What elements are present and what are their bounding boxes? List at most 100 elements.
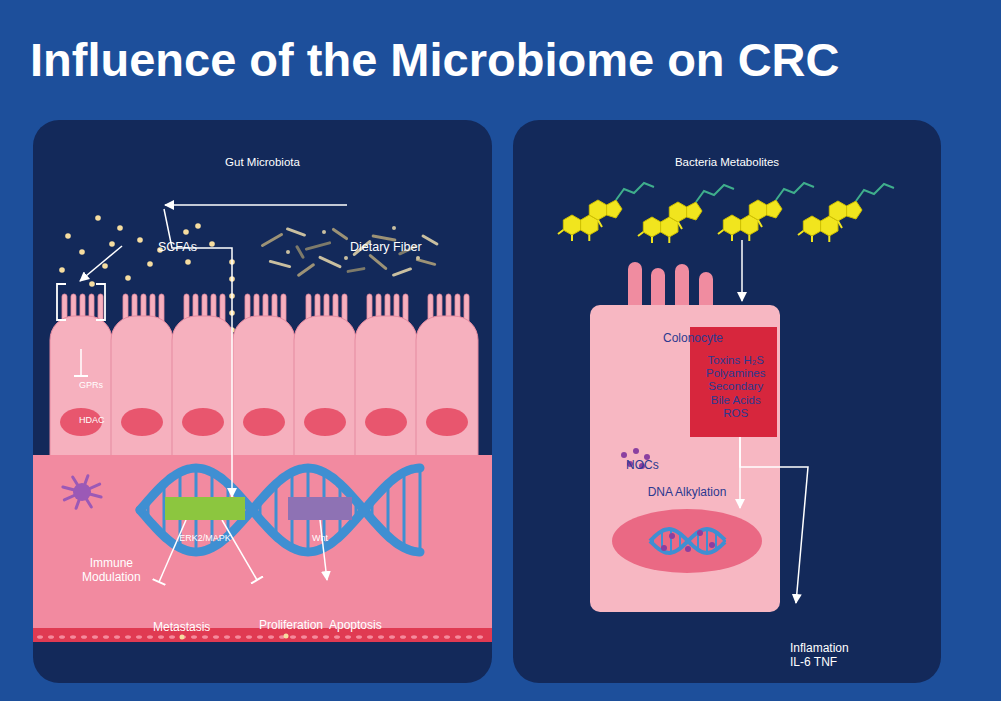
blood-cell	[48, 635, 54, 639]
blood-cell	[202, 635, 208, 639]
fiber-dot	[286, 250, 290, 254]
alkyl-dot	[709, 542, 715, 548]
blood-cell	[37, 635, 43, 639]
blood-cell	[444, 635, 450, 639]
colonocyte-illustration	[558, 183, 894, 612]
fiber-dot	[416, 256, 420, 260]
scfa-dot	[79, 249, 85, 255]
nucleus-region: DNA Alkylation	[612, 508, 762, 574]
blood-cell	[235, 635, 241, 639]
noc-dot	[621, 452, 627, 458]
node-text: Metastasis	[153, 621, 157, 635]
blood-cell	[290, 635, 296, 639]
fiber	[400, 246, 416, 254]
fiber	[333, 229, 346, 238]
blood-cell	[422, 635, 428, 639]
blood-cell	[334, 635, 340, 639]
fiber	[288, 229, 305, 235]
panel: SCFAsDietary FiberGPRsHDACERK2/MAPKWntMe…	[33, 120, 492, 683]
cell-nucleus	[60, 408, 102, 436]
arrow-connector	[740, 437, 808, 603]
fiber-dot	[322, 230, 326, 234]
blood-cell	[323, 635, 329, 639]
node-text: Toxins H₂S Polyamines Secondary Bile Aci…	[706, 354, 765, 420]
dna-strand	[140, 468, 420, 552]
inhibition-line	[222, 520, 257, 580]
fiber	[370, 256, 385, 269]
node-text: Dietary Fiber	[350, 240, 354, 254]
inhibition-line	[80, 349, 82, 376]
scfa-dot	[209, 241, 215, 247]
receptor-bracket	[57, 284, 105, 320]
inflammation-label: Inflamation IL-6 TNF	[790, 606, 794, 608]
node-text: HDAC	[79, 415, 83, 425]
alkyl-dot	[685, 546, 691, 552]
blood-cell	[367, 635, 373, 639]
blood-cell	[257, 635, 263, 639]
blood-cell	[400, 635, 406, 639]
node-text: Colonocyte	[606, 332, 780, 346]
immune-cell	[63, 476, 101, 508]
blood-cell	[224, 635, 230, 639]
scfa-dot	[59, 267, 65, 273]
cell-nucleus	[365, 408, 407, 436]
cell-nucleus	[304, 408, 346, 436]
scfa-dot	[185, 259, 191, 265]
node-text: ERK2/MAPK	[165, 533, 245, 543]
scfa-dot	[65, 233, 71, 239]
node-text: Apoptosis	[329, 619, 333, 633]
node-text: GPRs	[79, 380, 83, 390]
scfa-dot	[180, 635, 185, 640]
scfa-dot	[183, 229, 189, 235]
outcome-label: Proliferation	[259, 583, 263, 585]
blood-cell	[147, 635, 153, 639]
cell-nucleus	[121, 408, 163, 436]
inhibition-line	[159, 520, 186, 582]
dna-rung	[419, 468, 422, 552]
panel-ground	[513, 120, 941, 683]
node-text: Proliferation	[259, 619, 263, 633]
fiber-dot	[392, 226, 396, 230]
nucleus	[612, 509, 762, 573]
noc-dot	[627, 461, 633, 467]
bile-acid-molecule	[798, 184, 894, 242]
dna-rung	[670, 529, 672, 553]
metabolite-label: SCFAs	[158, 204, 162, 206]
blood-cell	[169, 635, 175, 639]
noc-dot	[639, 463, 645, 469]
blood-cell	[213, 635, 219, 639]
scfa-dot	[147, 261, 153, 267]
colonocyte-cell: Toxins H₂S Polyamines Secondary Bile Aci…	[590, 305, 780, 612]
blood-cell	[411, 635, 417, 639]
fiber	[354, 242, 369, 255]
cell-nucleus	[426, 408, 468, 436]
noc-dot	[633, 448, 639, 454]
fiber	[394, 269, 411, 275]
blood-cell	[125, 635, 131, 639]
blood-cell	[114, 635, 120, 639]
scfa-dot	[109, 241, 115, 247]
fiber	[306, 243, 329, 249]
node-text: Gut Microbiota	[33, 156, 492, 169]
blood-cell	[92, 635, 98, 639]
cell-nucleus	[182, 408, 224, 436]
noc-label: NOCs	[610, 432, 614, 434]
node-text: Immune Modulation	[82, 557, 141, 585]
blood-cell	[158, 635, 164, 639]
scfa-dot	[137, 237, 143, 243]
scfa-dot	[89, 281, 95, 287]
fiber	[270, 261, 289, 266]
blood-cell	[433, 635, 439, 639]
receptor-label: GPRs	[79, 344, 83, 346]
dna-rung	[275, 484, 278, 536]
blood-cell	[356, 635, 362, 639]
fiber	[297, 247, 303, 257]
dna-rung	[387, 484, 390, 536]
bile-acid-molecule	[718, 183, 814, 241]
blood-cell	[59, 635, 65, 639]
alkyl-dot	[697, 530, 703, 536]
epithelium-illustration	[33, 215, 492, 642]
panel: Toxins H₂S Polyamines Secondary Bile Aci…	[513, 120, 941, 683]
